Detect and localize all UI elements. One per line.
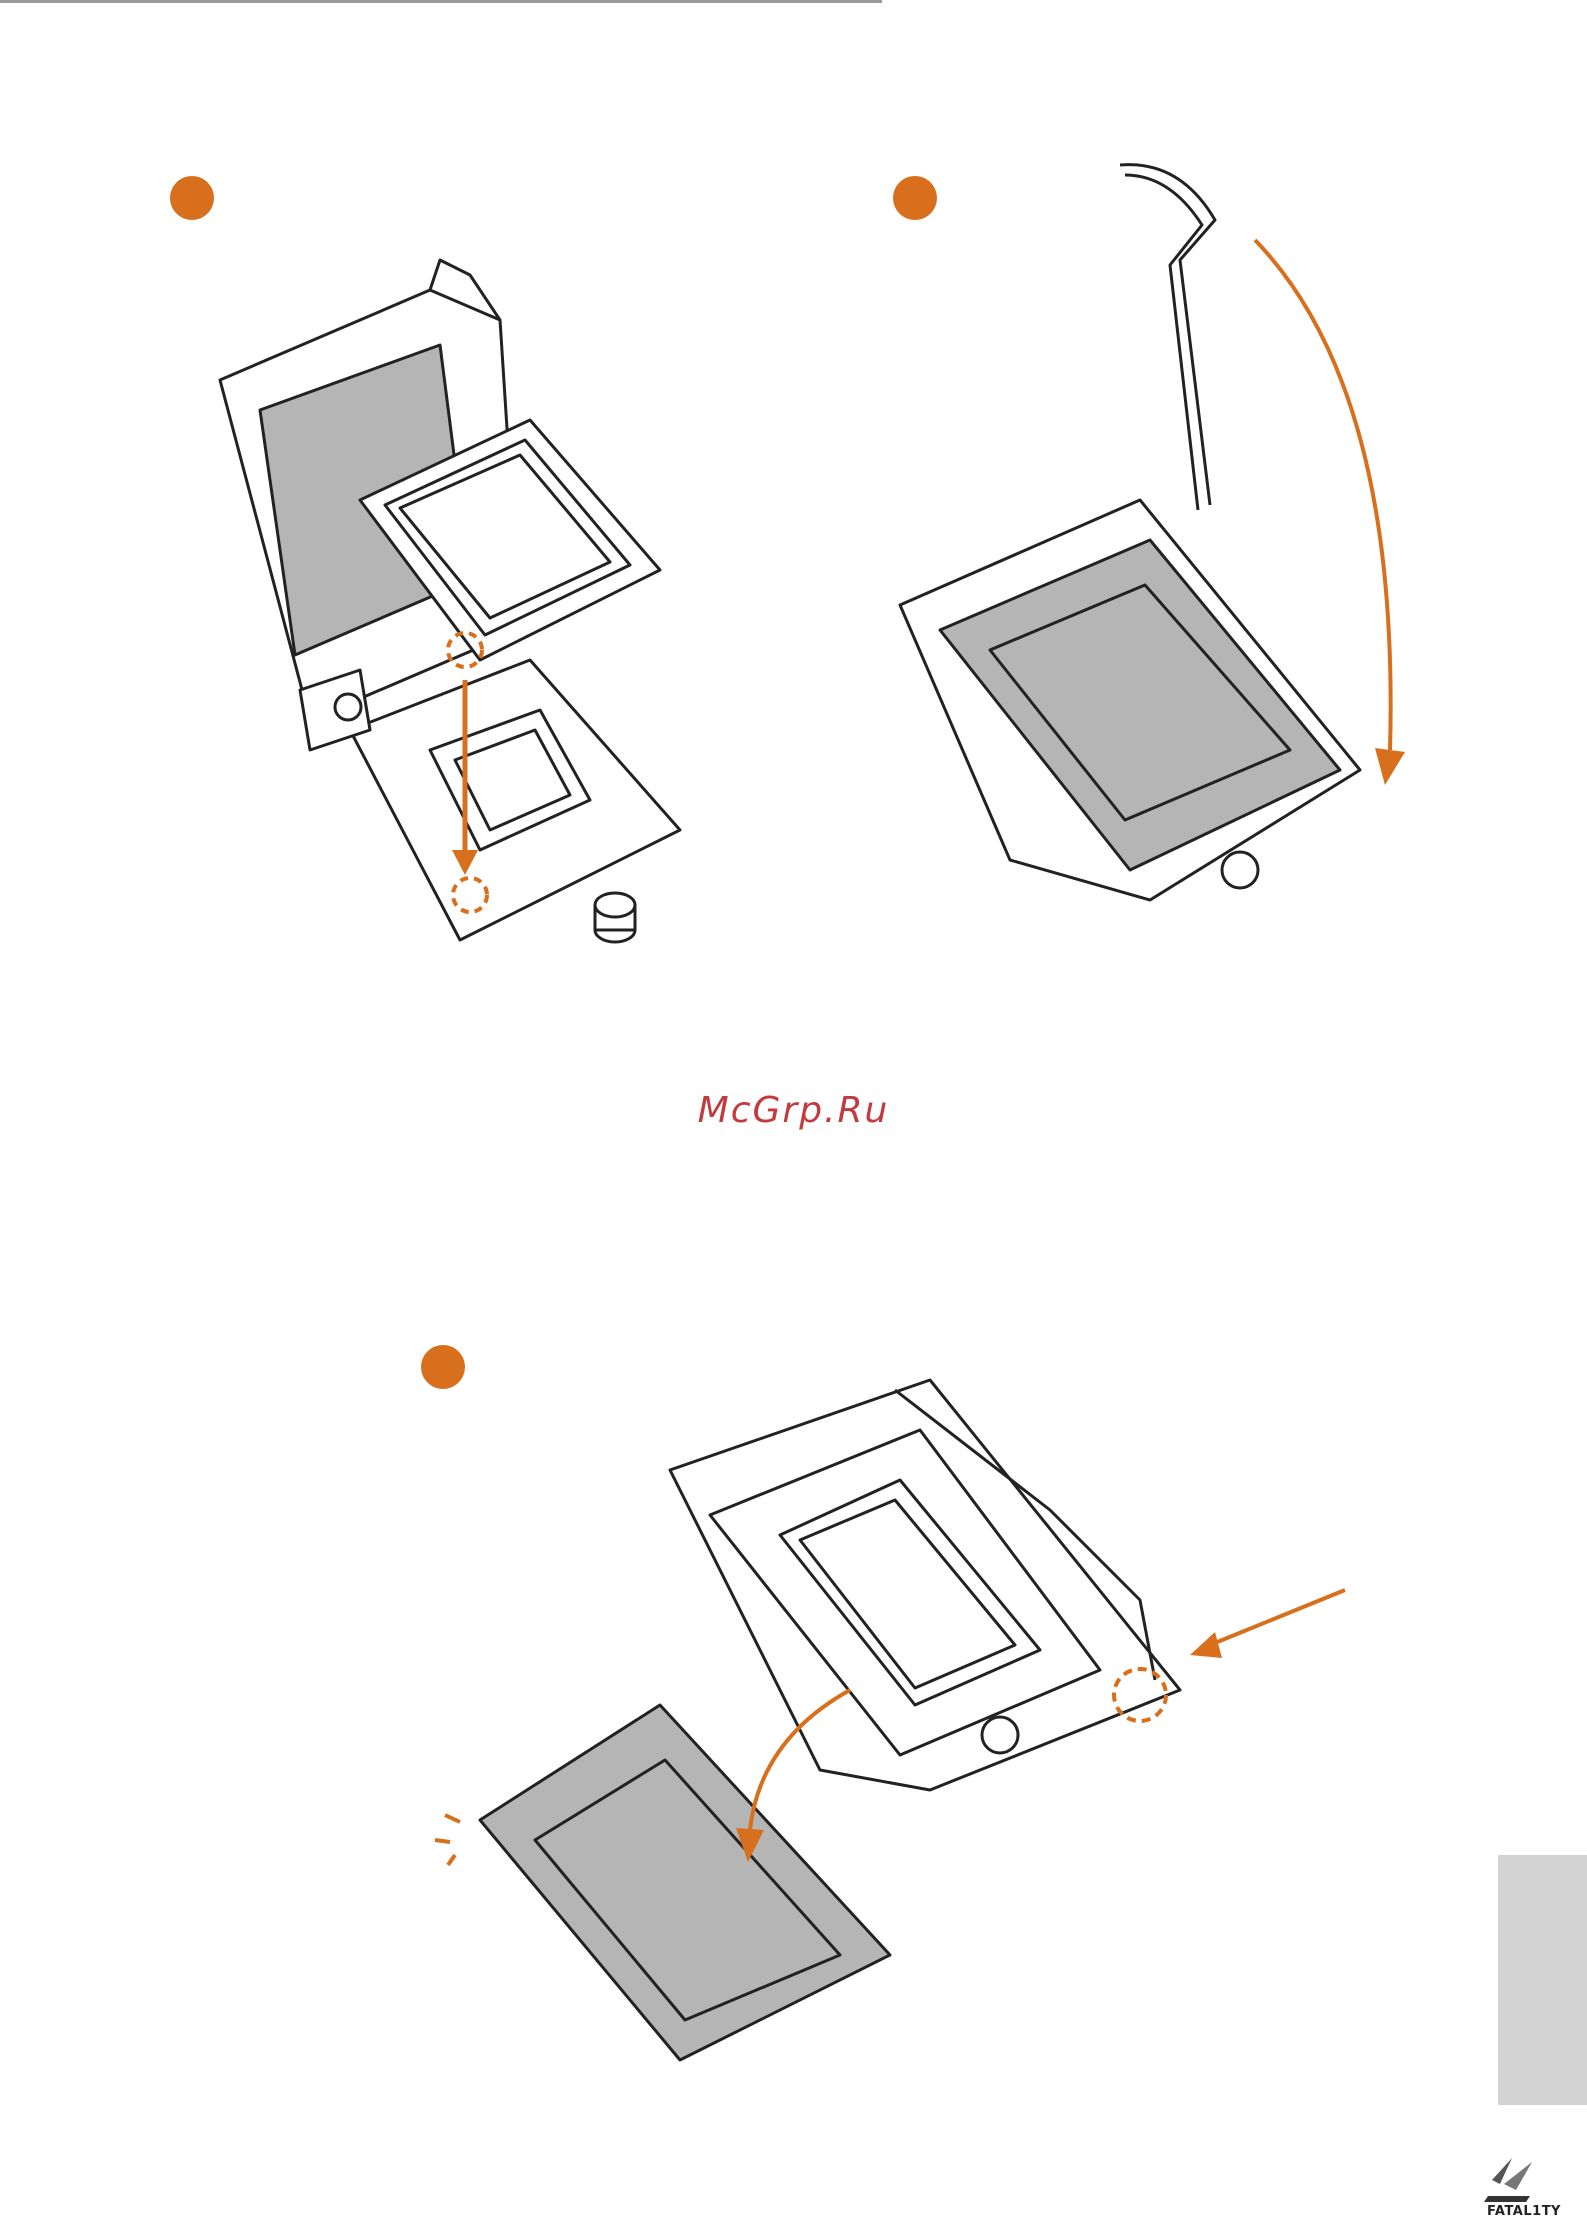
cpu-insert-illustration: [200, 250, 720, 970]
step-1-marker: [170, 176, 214, 220]
brand-name: FATAL1TY: [1487, 2204, 1561, 2219]
close-load-plate-illustration: [880, 150, 1440, 940]
side-tab: [1498, 1855, 1587, 2105]
watermark: McGrp.Ru: [0, 1090, 1587, 1131]
lock-and-remove-cap-illustration: [420, 1360, 1380, 2060]
header-rule: [0, 0, 882, 3]
